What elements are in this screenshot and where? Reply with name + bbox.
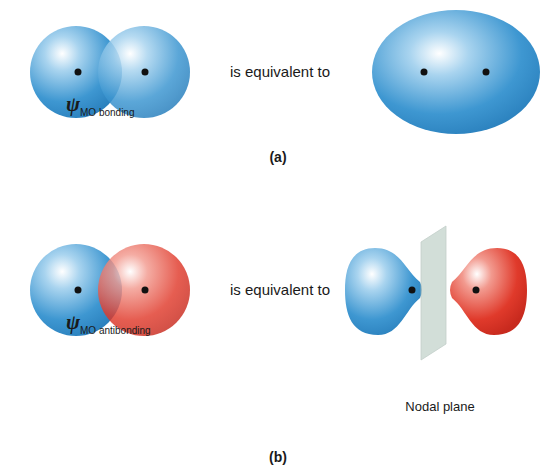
psi-symbol: ψ (66, 94, 80, 115)
equivalence-text: is equivalent to (230, 282, 330, 297)
orbital-lobe (345, 248, 422, 335)
bonding-orbital (372, 10, 540, 134)
nucleus-dot (142, 69, 149, 76)
subscript-label: MO antibonding (80, 326, 151, 336)
subscript-label: MO bonding (80, 108, 134, 118)
atomic-orbital (98, 26, 190, 118)
panel-label: (a) (269, 150, 286, 164)
panel-label: (b) (269, 450, 287, 464)
nucleus-dot (483, 69, 490, 76)
nucleus-dot (75, 69, 82, 76)
equivalence-text: is equivalent to (230, 64, 330, 79)
nucleus-dot (142, 287, 149, 294)
psi-symbol: ψ (66, 312, 80, 333)
nucleus-dot (75, 287, 82, 294)
atomic-orbital (98, 244, 190, 336)
nodal-plane (421, 226, 446, 360)
orbital-lobe (450, 248, 527, 335)
nucleus-dot (473, 287, 480, 294)
nucleus-dot (421, 69, 428, 76)
plane-label: Nodal plane (405, 400, 474, 413)
nucleus-dot (409, 287, 416, 294)
